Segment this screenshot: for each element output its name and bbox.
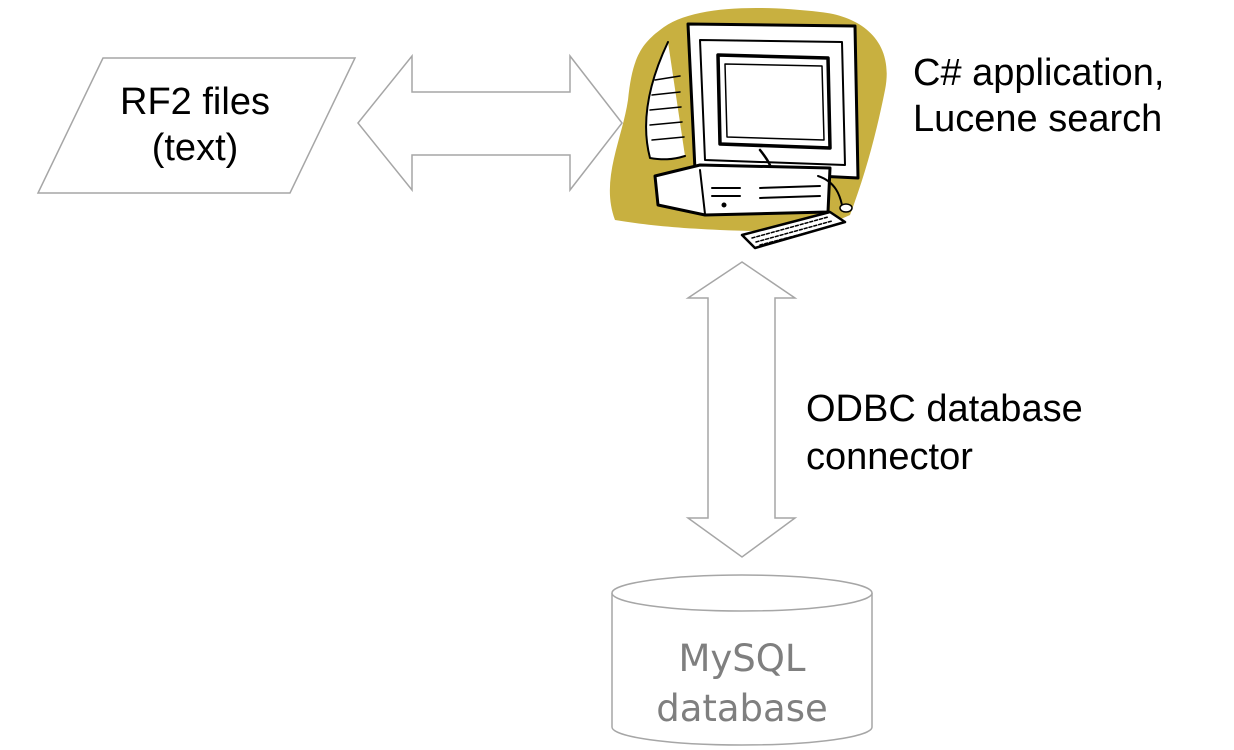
double-arrow-vertical bbox=[685, 261, 798, 558]
odbc-connector-label: ODBC database connector bbox=[806, 385, 1083, 481]
application-label-line1: C# application, bbox=[913, 52, 1165, 94]
computer-icon bbox=[609, 7, 887, 250]
mysql-database-label: MySQL database bbox=[617, 634, 867, 734]
odbc-connector-label-line1: ODBC database bbox=[806, 388, 1083, 430]
rf2-files-label-line1: RF2 files bbox=[120, 81, 270, 123]
application-label-line2: Lucene search bbox=[913, 98, 1163, 140]
rf2-files-label: RF2 files (text) bbox=[85, 79, 305, 171]
mysql-database-label-line2: database bbox=[656, 687, 828, 730]
rf2-files-label-line2: (text) bbox=[151, 127, 239, 169]
rf2-files-shape bbox=[36, 57, 357, 194]
double-arrow-horizontal bbox=[357, 53, 623, 193]
mysql-database-label-line1: MySQL bbox=[678, 637, 806, 680]
odbc-connector-label-line2: connector bbox=[806, 436, 973, 478]
mysql-database-shape bbox=[611, 574, 873, 746]
application-label: C# application, Lucene search bbox=[913, 50, 1164, 142]
